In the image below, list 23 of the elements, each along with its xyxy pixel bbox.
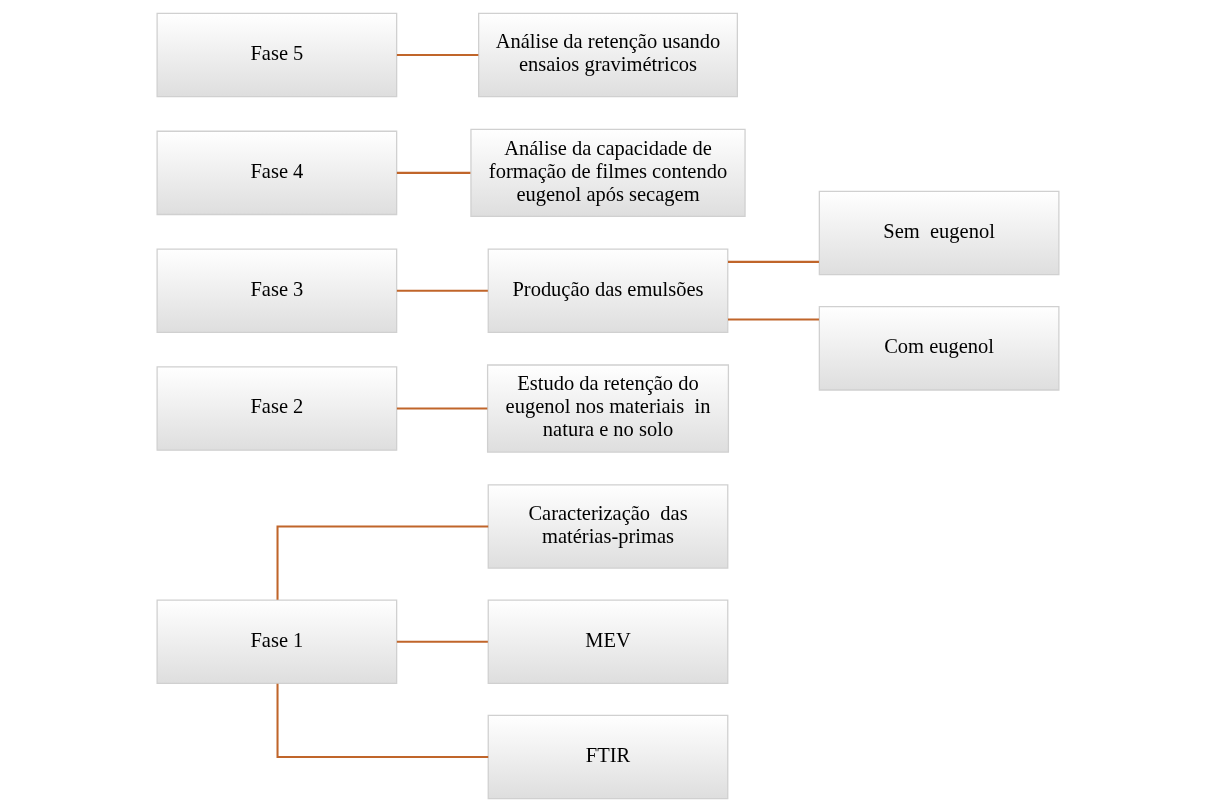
node-box: MEV [487,599,729,684]
node-box: Fase 2 [156,366,398,451]
node-box: Análise da retenção usando ensaios gravimétricos [478,12,738,98]
connector [396,171,471,174]
node-box: Análise da capacidade de formação de filmes contendo eugenol após secagem [470,128,746,218]
connector [396,289,488,292]
connector [396,640,488,643]
node-box: Fase 5 [156,12,398,98]
node-box: Produção das emulsões [487,248,729,333]
connector [276,683,489,758]
node-box: Estudo da retenção do eugenol nos materiais in natura e no solo [486,364,730,453]
node-box: Fase 3 [156,248,398,333]
connector [728,260,819,263]
connector [396,407,488,410]
node-box: Caracterização das matérias-primas [487,484,729,569]
node-box: Sem eugenol [818,190,1060,276]
connector [728,318,819,321]
node-box: Fase 4 [156,130,398,216]
connector [276,525,489,600]
node-box: Com eugenol [818,306,1060,391]
connector [396,54,479,57]
node-box: FTIR [487,714,729,800]
node-box: Fase 1 [156,599,398,684]
